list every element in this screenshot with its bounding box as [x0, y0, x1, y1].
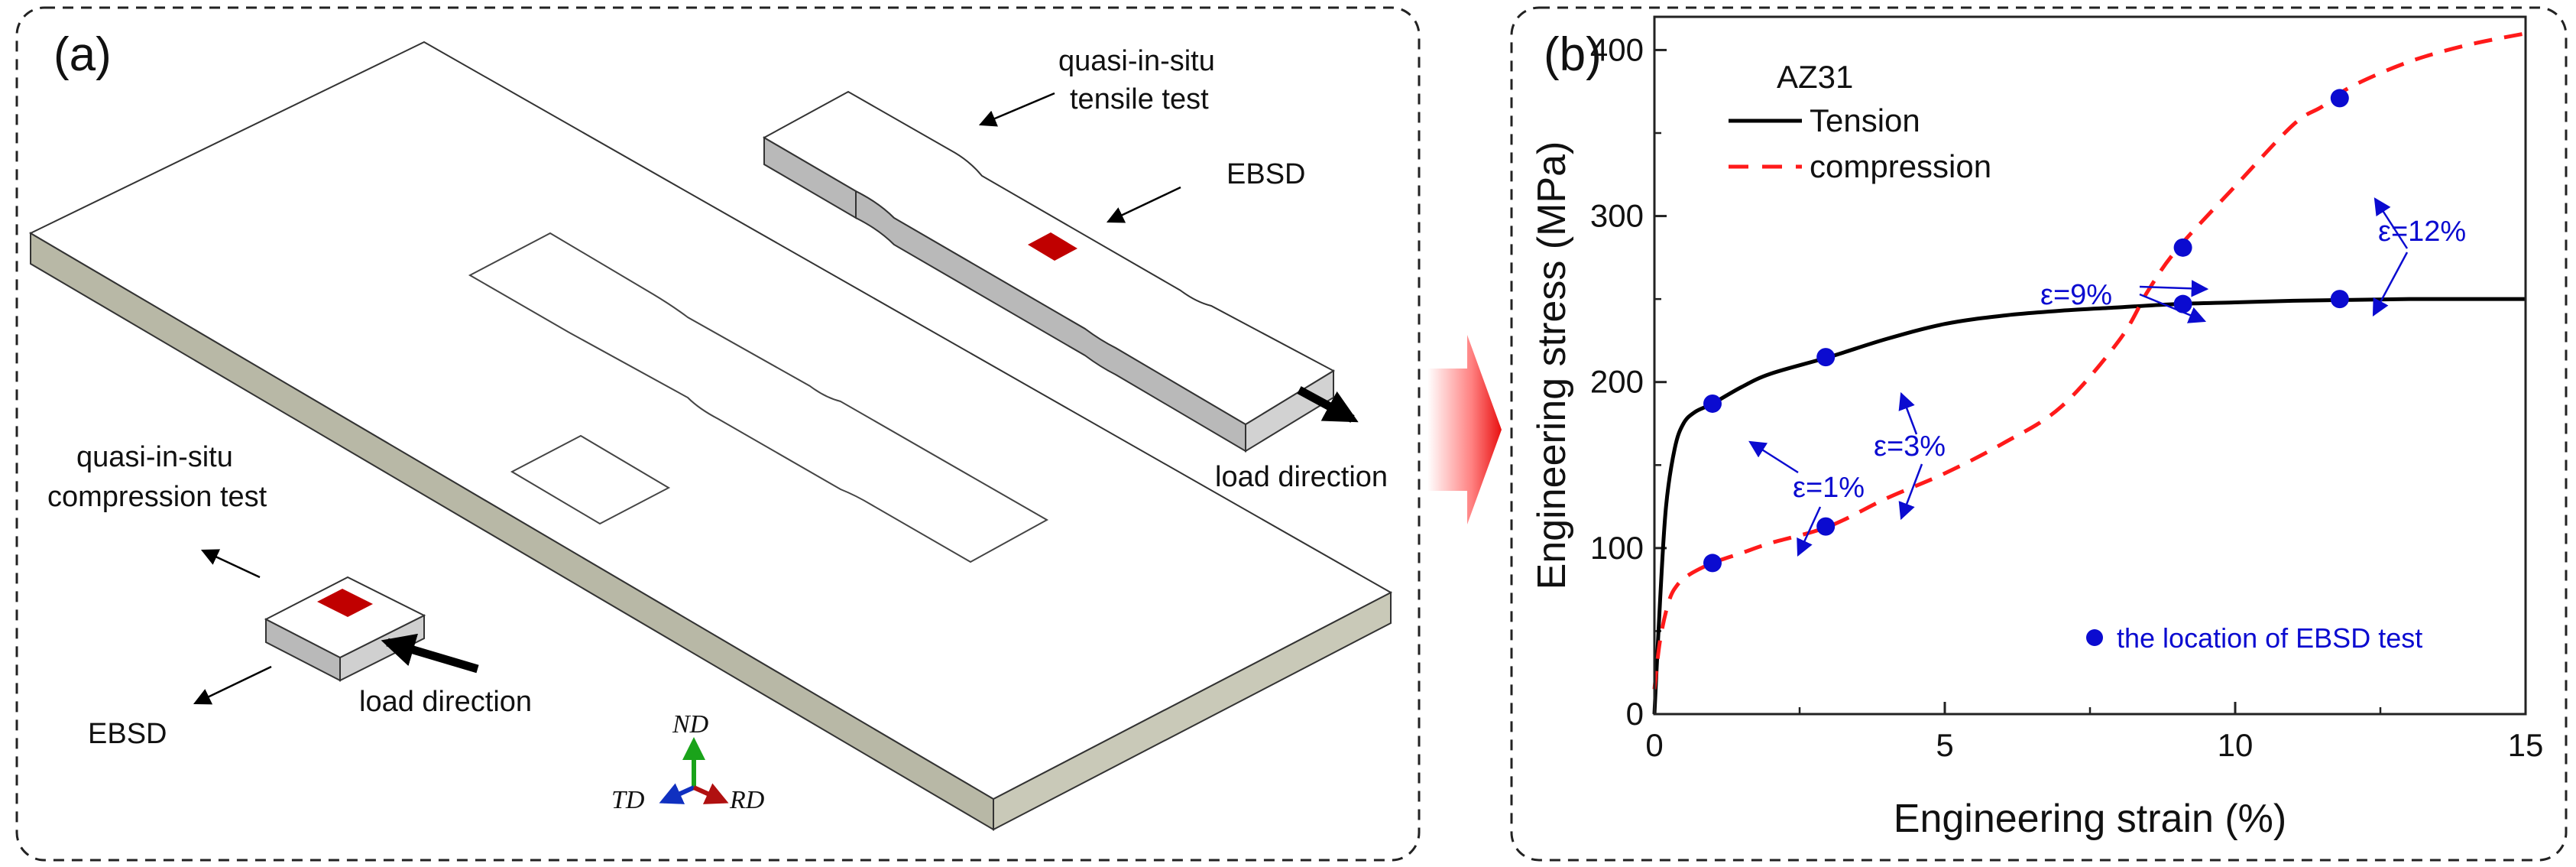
x-axis-label: Engineering strain (%) [1894, 797, 2286, 841]
compression-label-line2: compression test [47, 481, 267, 513]
ebsd-markers [1703, 89, 2349, 573]
x-tick-label: 5 [1936, 727, 1953, 763]
panel-a: (a) [15, 6, 1421, 862]
annotation-strain-1: ε=1% [1793, 472, 1865, 504]
coordinate-axes: ND TD RD [611, 710, 765, 814]
compression-specimen-outline [510, 434, 671, 525]
compression-ebsd-region [317, 589, 373, 617]
series-tension-curve [1652, 297, 2526, 715]
annotation-arrows [1748, 197, 2409, 557]
ebsd-point [2330, 89, 2349, 108]
ebsd-pointer-bottom [193, 665, 272, 705]
tensile-specimen-outline [468, 232, 1049, 563]
rd-axis-label: RD [729, 786, 765, 814]
ebsd-pointer-top [1106, 186, 1181, 223]
annotation-strain-3: ε=3% [1874, 430, 1946, 463]
annotation-strain-9: ε=9% [2040, 279, 2112, 311]
ebsd-label-bottom: EBSD [88, 718, 167, 750]
legend-tension-label: Tension [1810, 102, 1920, 138]
compression-pointer [200, 549, 261, 579]
compression-label-line1: quasi-in-situ [76, 441, 233, 473]
x-tick-label: 15 [2508, 727, 2544, 763]
ebsd-point [1816, 348, 1836, 367]
y-axis-label: Engineering stress (MPa) [1530, 141, 1574, 590]
load-direction-label-bottom: load direction [359, 686, 532, 718]
tensile-label-line2: tensile test [1070, 83, 1209, 115]
ebsd-label-top: EBSD [1226, 158, 1305, 190]
nd-axis-label: ND [672, 710, 709, 739]
panel-b-frame [1510, 6, 2568, 862]
tensile-label-line1: quasi-in-situ [1058, 45, 1215, 77]
panel-a-frame [15, 6, 1421, 862]
transition-arrow [1427, 335, 1502, 524]
ebsd-point [1703, 394, 1722, 413]
x-tick-label: 10 [2218, 727, 2254, 763]
tensile-pointer [978, 92, 1055, 127]
y-tick-label: 300 [1590, 198, 1644, 234]
stress-strain-chart: 0 5 10 15 0 100 200 300 400 Engineering strain (… [1530, 15, 2543, 841]
curves [1652, 31, 2526, 715]
td-axis-label: TD [611, 786, 645, 814]
metal-plate [28, 41, 1393, 831]
load-direction-arrow-bottom [381, 633, 479, 674]
y-tick-label: 100 [1590, 530, 1644, 566]
annotation-strain-12: ε=12% [2378, 216, 2466, 248]
plot-frame [1653, 15, 2527, 716]
y-tick-label: 200 [1590, 364, 1644, 400]
y-tick-label: 400 [1590, 31, 1644, 67]
panel-b: (b) 0 5 10 15 0 100 200 300 400 Engineering stra… [1510, 6, 2568, 862]
legend-compression-label: compression [1810, 148, 1991, 184]
ebsd-point [2173, 238, 2192, 257]
axis-ticks: 0 5 10 15 0 100 200 300 400 [1590, 31, 2543, 763]
ebsd-point [1816, 517, 1836, 536]
ebsd-point [1703, 554, 1722, 573]
legend-material: AZ31 [1777, 59, 1853, 95]
tensile-ebsd-region [1028, 232, 1077, 261]
ebsd-point [2330, 290, 2349, 309]
load-direction-arrow-right [1297, 386, 1359, 423]
ebsd-note-marker [2086, 629, 2103, 646]
panel-a-label: (a) [53, 28, 112, 81]
ebsd-note: the location of EBSD test [2117, 622, 2422, 654]
y-tick-label: 0 [1626, 696, 1644, 732]
load-direction-label-right: load direction [1215, 461, 1388, 493]
series-compression-curve [1652, 31, 2526, 690]
panel-b-label: (b) [1544, 28, 1602, 81]
x-tick-label: 0 [1645, 727, 1663, 763]
compression-specimen [264, 576, 426, 682]
legend: AZ31 Tension compression [1729, 59, 1991, 184]
